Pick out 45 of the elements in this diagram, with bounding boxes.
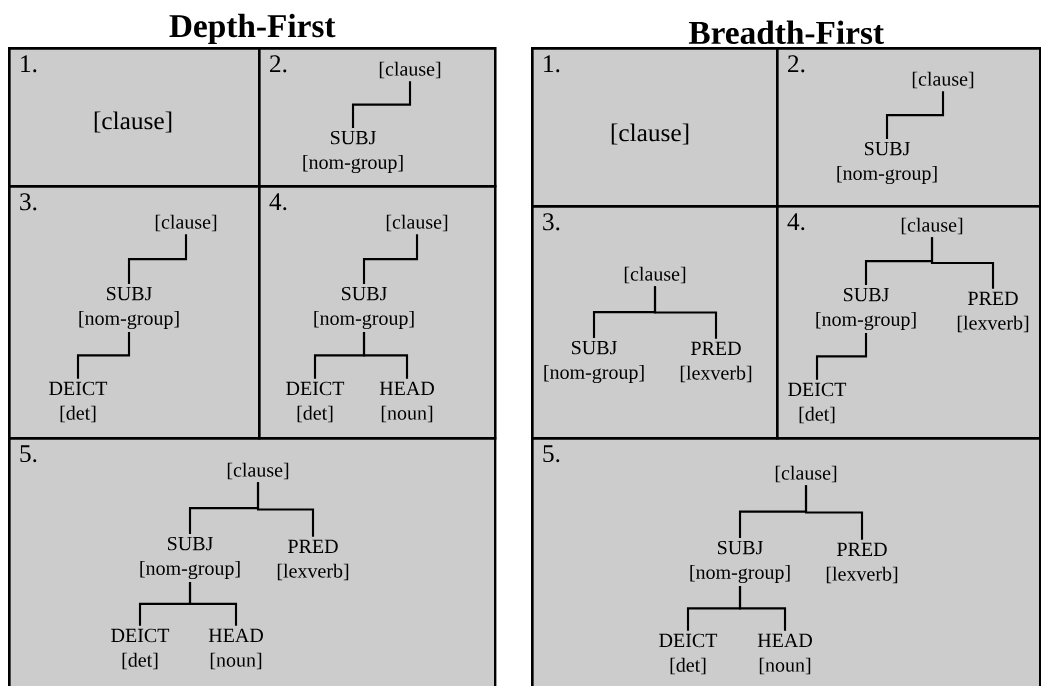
tree-branch bbox=[804, 485, 864, 540]
tree-branch bbox=[76, 332, 131, 379]
constituent-label: SUBJ [nom-group] bbox=[544, 340, 644, 384]
constituent-label: SUBJ [nom-group] bbox=[816, 287, 916, 331]
constituent-label: [clause] bbox=[227, 462, 289, 480]
tree-branch bbox=[815, 333, 868, 380]
tree-branch bbox=[885, 91, 945, 139]
constituent-label: DEICT [det] bbox=[49, 381, 108, 423]
constituent-label: SUBJ [nom-group] bbox=[690, 540, 790, 584]
tree-branch bbox=[362, 332, 409, 379]
constituent-label: DEICT [det] bbox=[659, 633, 718, 675]
constituent-label: [clause] bbox=[611, 123, 689, 145]
tree-branch bbox=[256, 482, 315, 537]
constituent-label: [clause] bbox=[912, 71, 974, 89]
tree-branch bbox=[930, 237, 995, 289]
constituent-label: DEICT [det] bbox=[788, 382, 847, 424]
node-label: Breadth-First bbox=[688, 20, 884, 45]
constituent-label: SUBJ [nom-group] bbox=[79, 286, 179, 330]
constituent-label: SUBJ [nom-group] bbox=[140, 536, 240, 580]
node-label: Depth-First bbox=[169, 13, 336, 45]
constituent-label: DEICT [det] bbox=[111, 628, 170, 670]
constituent-label: PRED [lexverb] bbox=[277, 539, 349, 581]
constituent-label: SUBJ [nom-group] bbox=[837, 141, 937, 185]
constituent-label: DEICT [det] bbox=[286, 381, 345, 423]
tree-branch bbox=[188, 582, 238, 626]
tree-branch bbox=[653, 286, 718, 339]
tree-branch bbox=[351, 81, 412, 128]
constituent-label: SUBJ [nom-group] bbox=[314, 286, 414, 330]
constituent-label: PRED [lexverb] bbox=[680, 341, 752, 383]
constituent-label: HEAD [noun] bbox=[757, 633, 812, 675]
constituent-label: [clause] bbox=[775, 465, 837, 483]
constituent-label: [clause] bbox=[386, 214, 448, 232]
constituent-label: [clause] bbox=[379, 61, 441, 79]
constituent-label: PRED [lexverb] bbox=[826, 542, 898, 584]
tree-branch bbox=[738, 586, 787, 631]
tree-branch bbox=[127, 234, 188, 284]
constituent-label: [clause] bbox=[94, 111, 172, 133]
tree-branch bbox=[362, 234, 419, 284]
constituent-label: HEAD [noun] bbox=[379, 381, 434, 423]
constituent-label: [clause] bbox=[155, 214, 217, 232]
constituent-label: [clause] bbox=[624, 266, 686, 284]
constituent-label: [clause] bbox=[901, 217, 963, 235]
constituent-label: PRED [lexverb] bbox=[957, 291, 1029, 333]
constituent-label: HEAD [noun] bbox=[208, 628, 263, 670]
constituent-label: SUBJ [nom-group] bbox=[303, 130, 403, 174]
